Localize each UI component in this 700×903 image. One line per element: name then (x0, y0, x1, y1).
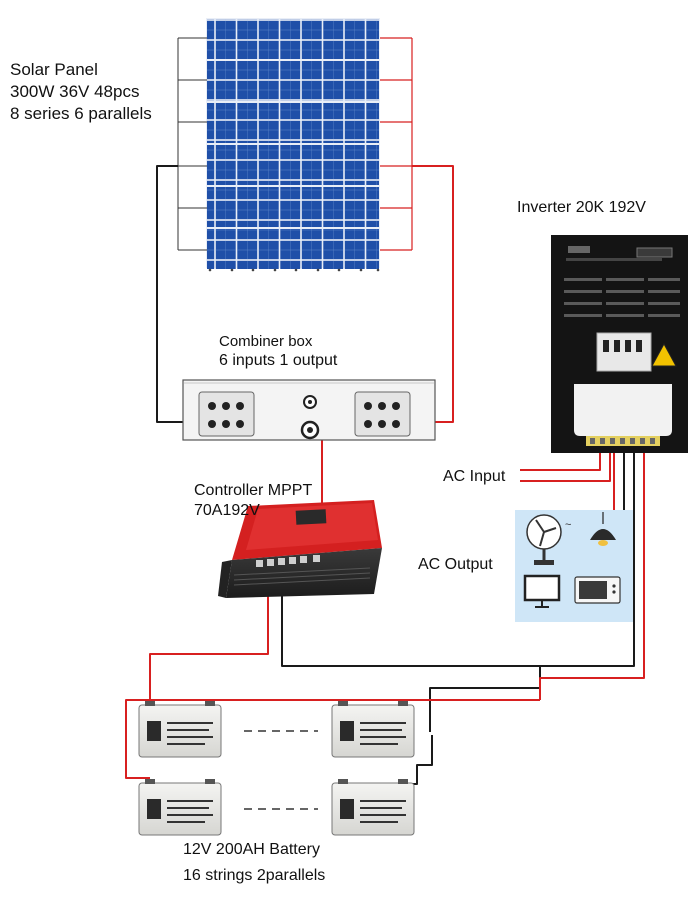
solar-panel-icon (206, 18, 380, 272)
solar-panel-array (177, 18, 413, 272)
inverter-icon (551, 235, 688, 453)
battery-bank (138, 701, 415, 836)
battery-icon (138, 779, 222, 836)
solar-panel-config: 8 series 6 parallels (10, 104, 152, 123)
ac-input-label: AC Input (443, 468, 506, 485)
battery-continuation-dashes (244, 730, 318, 810)
battery-icon (331, 701, 415, 758)
battery-icon (138, 701, 222, 758)
combiner-title: Combiner box (219, 333, 313, 350)
svg-text:~: ~ (565, 519, 571, 531)
fan-icon: ~ (526, 514, 571, 565)
controller-title: Controller MPPT (194, 482, 313, 499)
lamp-icon (590, 512, 616, 546)
controller-spec: 70A192V (194, 502, 260, 519)
microwave-icon (574, 576, 621, 604)
ac-output-label: AC Output (418, 556, 493, 573)
panel-positive-brackets (380, 37, 413, 251)
solar-panel-title: Solar Panel (10, 60, 98, 79)
combiner-spec: 6 inputs 1 output (219, 352, 338, 369)
battery-icon (331, 779, 415, 836)
ac-output-loads: ~ (515, 510, 633, 622)
panel-negative-brackets (177, 37, 207, 251)
inverter-label: Inverter 20K 192V (517, 199, 646, 216)
battery-config: 16 strings 2parallels (183, 867, 326, 884)
solar-panel-spec: 300W 36V 48pcs (10, 82, 140, 101)
mppt-controller-icon (218, 500, 382, 598)
monitor-icon (523, 574, 561, 608)
combiner-box-icon (182, 379, 436, 441)
battery-spec: 12V 200AH Battery (183, 841, 320, 858)
